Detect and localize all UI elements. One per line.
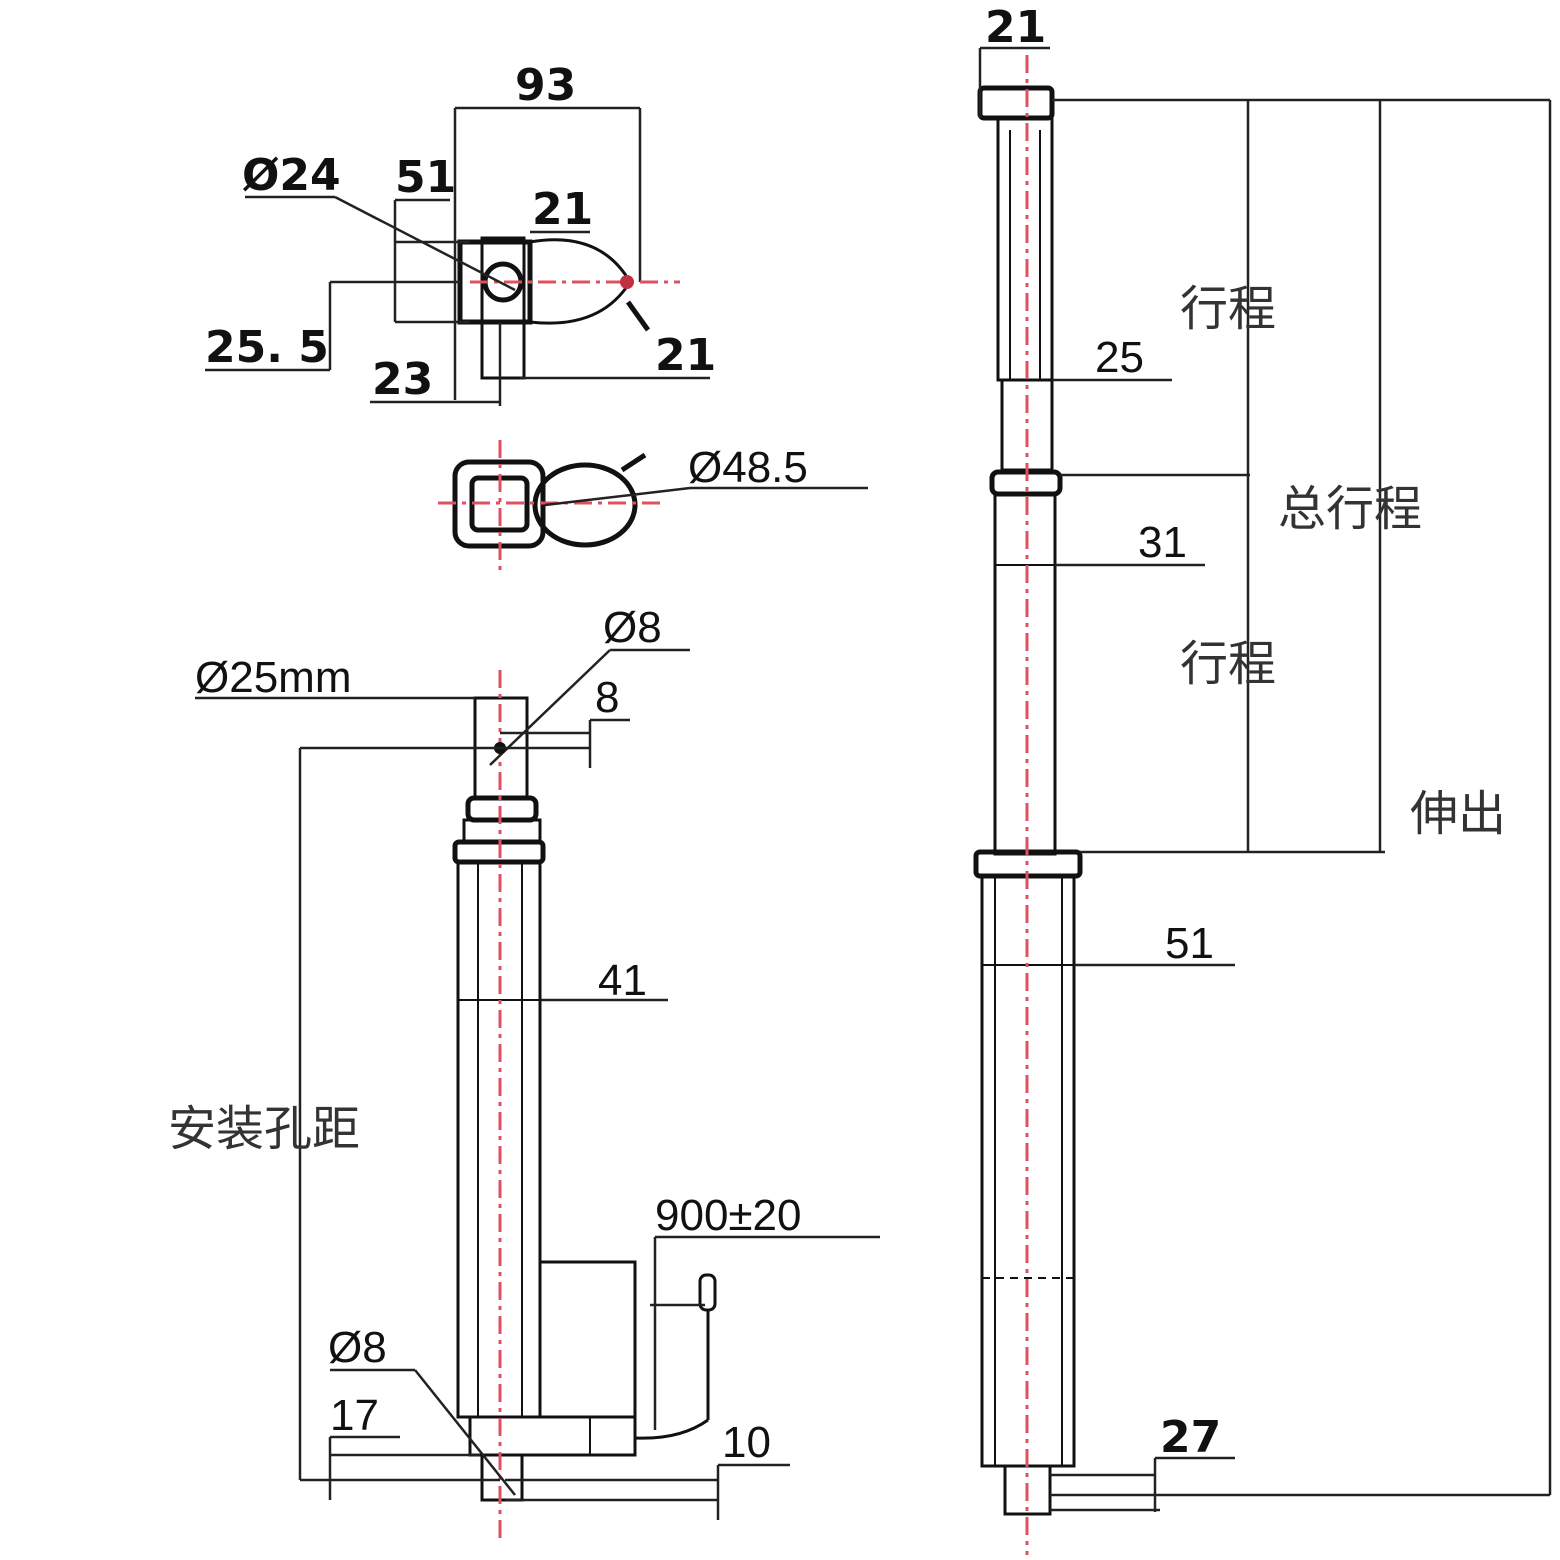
dim-51-extended: 51 [1165, 919, 1214, 968]
stroke-label-lower: 行程 [1180, 636, 1276, 692]
dim-8: 8 [595, 673, 619, 722]
stroke-label-upper: 行程 [1180, 281, 1276, 337]
dim-25: 25 [1095, 333, 1144, 382]
dim-21-extended: 21 [985, 2, 1046, 53]
dim-21-top-b: 21 [655, 330, 716, 381]
extended-view: 21 25 行程 总行程 31 行程 伸出 51 27 [973, 2, 1552, 1555]
dim-dia8-bottom: Ø8 [328, 1323, 387, 1372]
dim-dia48-5: Ø48.5 [688, 443, 808, 492]
dim-10: 10 [722, 1418, 771, 1467]
dim-51-top: 51 [395, 152, 456, 203]
dim-31: 31 [1138, 518, 1187, 567]
mount-distance-label: 安装孔距 [168, 1101, 360, 1157]
extend-length-label: 伸出 [1410, 786, 1506, 842]
dim-dia25mm: Ø25mm [195, 653, 351, 702]
top-view: 93 Ø24 51 21 25. 5 23 21 [205, 60, 716, 406]
dim-93: 93 [515, 60, 576, 111]
dim-17: 17 [330, 1391, 379, 1440]
dim-dia8-top: Ø8 [603, 603, 662, 652]
end-view: Ø48.5 [438, 440, 868, 570]
total-stroke-label: 总行程 [1278, 481, 1422, 537]
dim-dia24: Ø24 [242, 150, 341, 201]
dim-27: 27 [1160, 1412, 1221, 1463]
dim-23: 23 [372, 354, 433, 405]
dim-cable-length: 900±20 [655, 1191, 802, 1240]
dim-21-top-a: 21 [532, 184, 593, 235]
dim-41: 41 [598, 956, 647, 1005]
dim-25-5: 25. 5 [205, 322, 329, 373]
side-view: Ø8 Ø25mm 8 安装孔距 41 900±20 Ø8 17 [168, 603, 880, 1540]
